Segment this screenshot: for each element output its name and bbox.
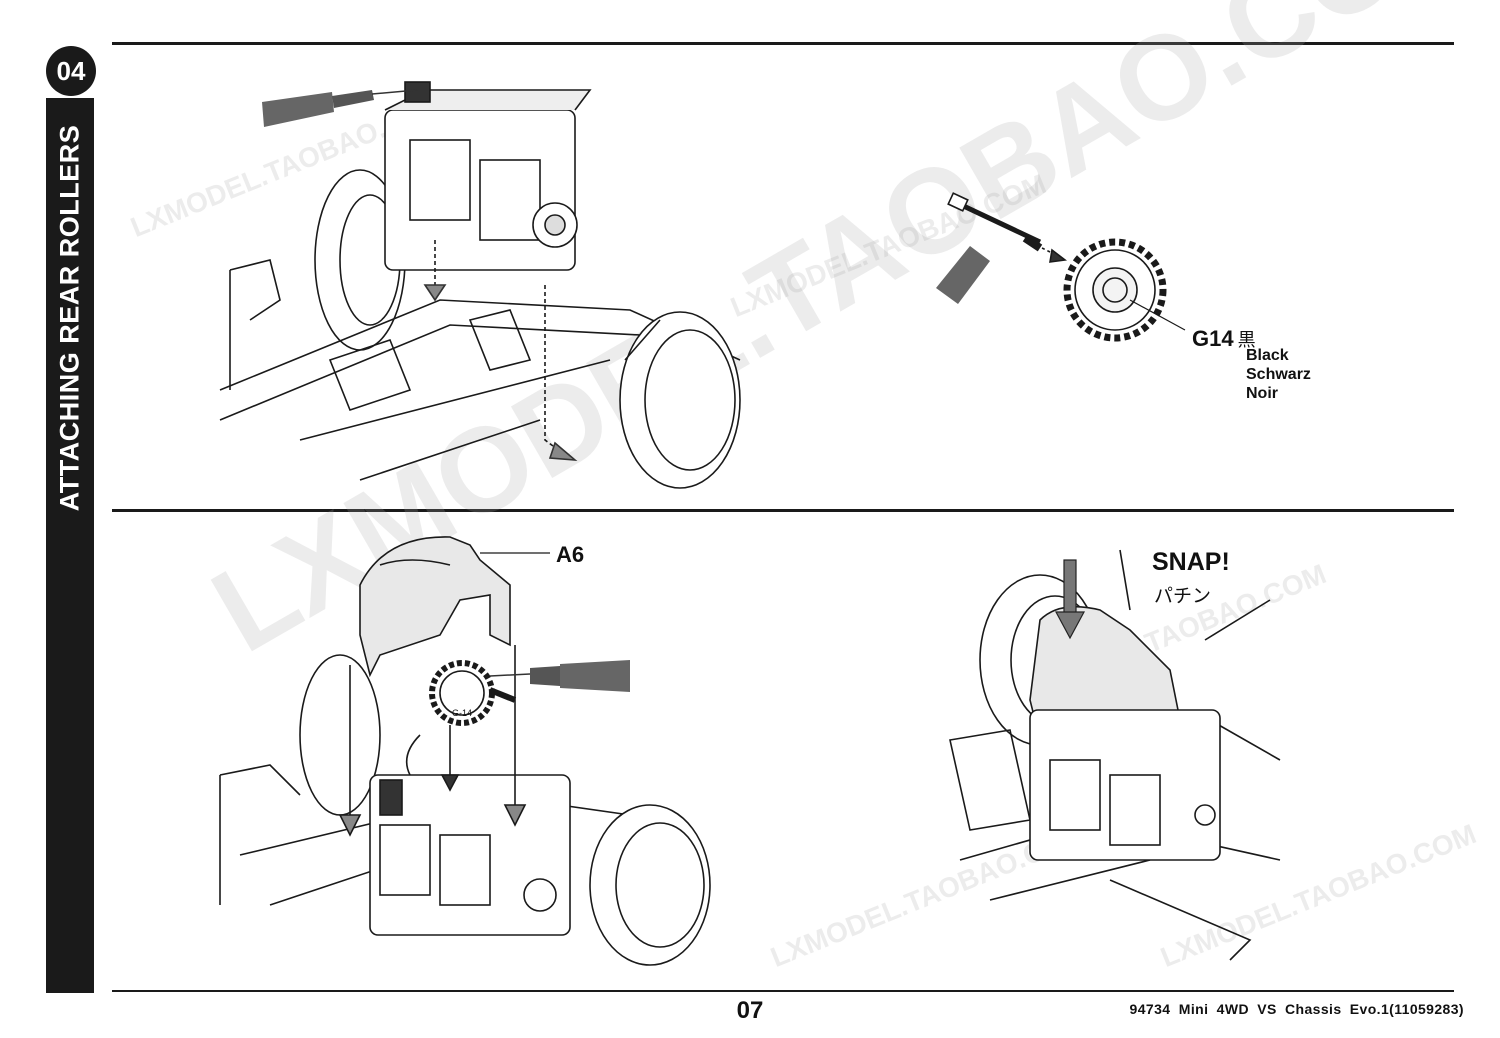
gear-part-jp: 黒 bbox=[1237, 330, 1256, 350]
gear-color-en: Black bbox=[1246, 347, 1289, 364]
grease-tube-icon bbox=[936, 246, 990, 304]
snap-label-jp: パチン bbox=[1154, 586, 1212, 607]
step-title-bar: ATTACHING REAR ROLLERS bbox=[46, 98, 94, 993]
page-number: 07 bbox=[736, 997, 764, 1024]
grease-tube-icon bbox=[489, 660, 630, 692]
top-divider bbox=[112, 42, 1454, 45]
gear-color-de: Schwarz bbox=[1246, 366, 1311, 383]
illustration-snap-assembled bbox=[949, 549, 1281, 961]
grease-tube-icon bbox=[262, 89, 418, 127]
illustration-motor-install bbox=[219, 81, 741, 489]
illustration-cover-assembly bbox=[219, 536, 711, 966]
middle-divider bbox=[112, 509, 1454, 512]
step-title: ATTACHING REAR ROLLERS bbox=[54, 124, 85, 512]
step-number-badge: 04 bbox=[46, 46, 96, 96]
bottom-divider bbox=[112, 990, 1454, 992]
gear-color-fr: Noir bbox=[1246, 385, 1278, 402]
cover-part-code: A6 bbox=[556, 542, 585, 567]
illustration-gear-shaft bbox=[947, 192, 1186, 342]
snap-label: SNAP! bbox=[1152, 548, 1230, 576]
gear-small-label: G-14 bbox=[452, 708, 473, 718]
step-number: 04 bbox=[56, 55, 86, 86]
gear-color-list: Black Schwarz Noir bbox=[1246, 346, 1311, 403]
arrow-down-icon bbox=[1054, 559, 1086, 640]
product-code: 94734 Mini 4WD VS Chassis Evo.1(11059283… bbox=[1129, 1001, 1464, 1017]
gear-part-code: G14 bbox=[1192, 326, 1234, 351]
